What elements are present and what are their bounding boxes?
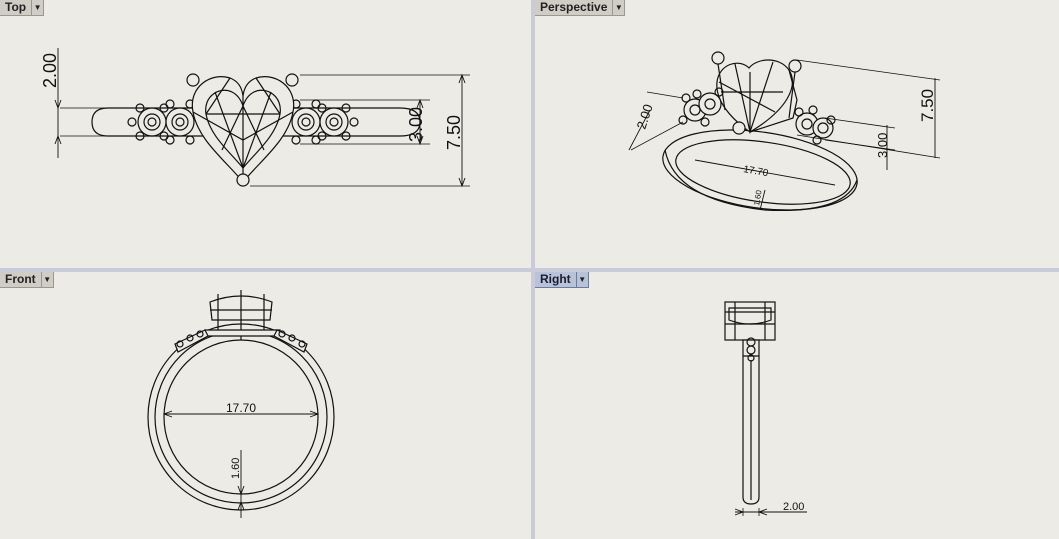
front-viewport-menu-button[interactable]: ▼ [41,272,54,288]
top-viewport-menu-button[interactable]: ▼ [32,0,45,16]
front-viewport-label[interactable]: Front [0,272,42,288]
viewport-splitter-horizontal[interactable] [0,268,1059,272]
chevron-down-icon: ▼ [33,2,42,12]
perspective-viewport-tab[interactable]: Perspective ▼ [535,0,626,16]
perspective-view-drawing [628,51,941,212]
front-viewport[interactable]: Front ▼ 17.70 [0,272,531,539]
top-viewport-tab[interactable]: Top ▼ [0,0,45,16]
right-viewport-tab[interactable]: Right ▼ [535,272,589,288]
right-view-drawing [724,301,807,516]
front-viewport-tab[interactable]: Front ▼ [0,272,54,288]
right-viewport-label[interactable]: Right [535,272,577,288]
front-view-drawing [147,290,335,518]
chevron-down-icon: ▼ [614,2,623,12]
chevron-down-icon: ▼ [578,274,587,284]
perspective-viewport-label[interactable]: Perspective [535,0,614,16]
top-viewport[interactable]: Top ▼ [0,0,531,268]
chevron-down-icon: ▼ [43,274,52,284]
top-view-drawing [54,48,470,188]
right-viewport[interactable]: Right ▼ 2.00 [535,272,1059,539]
perspective-viewport-menu-button[interactable]: ▼ [613,0,626,16]
perspective-viewport[interactable]: Perspective ▼ [535,0,1059,268]
right-viewport-menu-button[interactable]: ▼ [576,272,589,288]
top-viewport-label[interactable]: Top [0,0,33,16]
